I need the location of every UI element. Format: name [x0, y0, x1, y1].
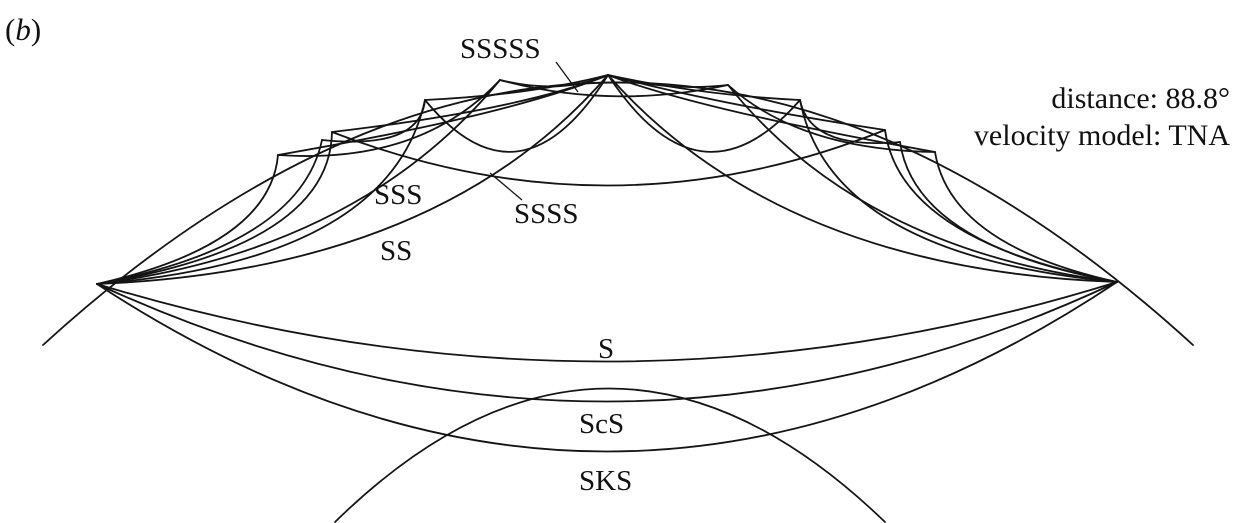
ray-s	[96, 281, 1118, 363]
phase-label-sks: SKS	[579, 465, 632, 497]
ray-ssss-left	[96, 131, 333, 285]
ray-top-loop-6	[799, 99, 901, 144]
ray-sssss-left	[96, 154, 279, 285]
ray-sss-right	[799, 99, 1118, 283]
ray-ss-left	[96, 74, 609, 285]
ray-scs	[96, 281, 1118, 403]
core-mantle-boundary	[334, 387, 886, 523]
earth-surface-arc	[42, 81, 1194, 346]
ray-sss-right-2	[727, 84, 1118, 283]
ray-upper-2	[331, 74, 609, 133]
distance-label: distance: 88.8°	[1051, 82, 1230, 115]
ray-upper-3	[424, 74, 609, 101]
phase-label-scs: ScS	[579, 408, 624, 440]
panel-label: (b)	[5, 12, 41, 47]
phase-label-sss: SSS	[374, 179, 422, 211]
ray-sss-left	[96, 99, 426, 285]
ray-sssss-right-2	[899, 141, 1118, 283]
ray-upper-4	[607, 74, 936, 153]
ray-ss-right	[607, 74, 1118, 283]
ray-mid-bowl-right	[607, 74, 801, 153]
phase-label-ssss: SSSS	[514, 198, 579, 230]
sssss-leader-line	[555, 61, 579, 93]
phase-label-s: S	[598, 333, 614, 365]
phase-label-ss: SS	[380, 235, 412, 267]
ray-top-loop-1	[277, 79, 501, 157]
ray-top-loop-2	[321, 99, 426, 143]
ssss-leader-line	[489, 172, 523, 201]
velocity-model-label: velocity model: TNA	[974, 119, 1230, 152]
ray-top-loop-4	[607, 74, 729, 88]
ray-paths	[96, 74, 1118, 453]
ray-wide-bowl	[331, 129, 886, 187]
ray-top-loop-5	[727, 84, 936, 153]
ray-upper-6	[607, 74, 801, 101]
ray-sssss-left-2	[96, 139, 323, 285]
ray-top-chord	[499, 79, 729, 98]
ray-sss-left-2	[96, 79, 501, 285]
ray-mid-bowl-left	[424, 74, 609, 153]
ray-sks	[96, 281, 1118, 453]
ray-sssss-right	[934, 151, 1118, 283]
phase-label-sssss: SSSSS	[460, 33, 541, 65]
